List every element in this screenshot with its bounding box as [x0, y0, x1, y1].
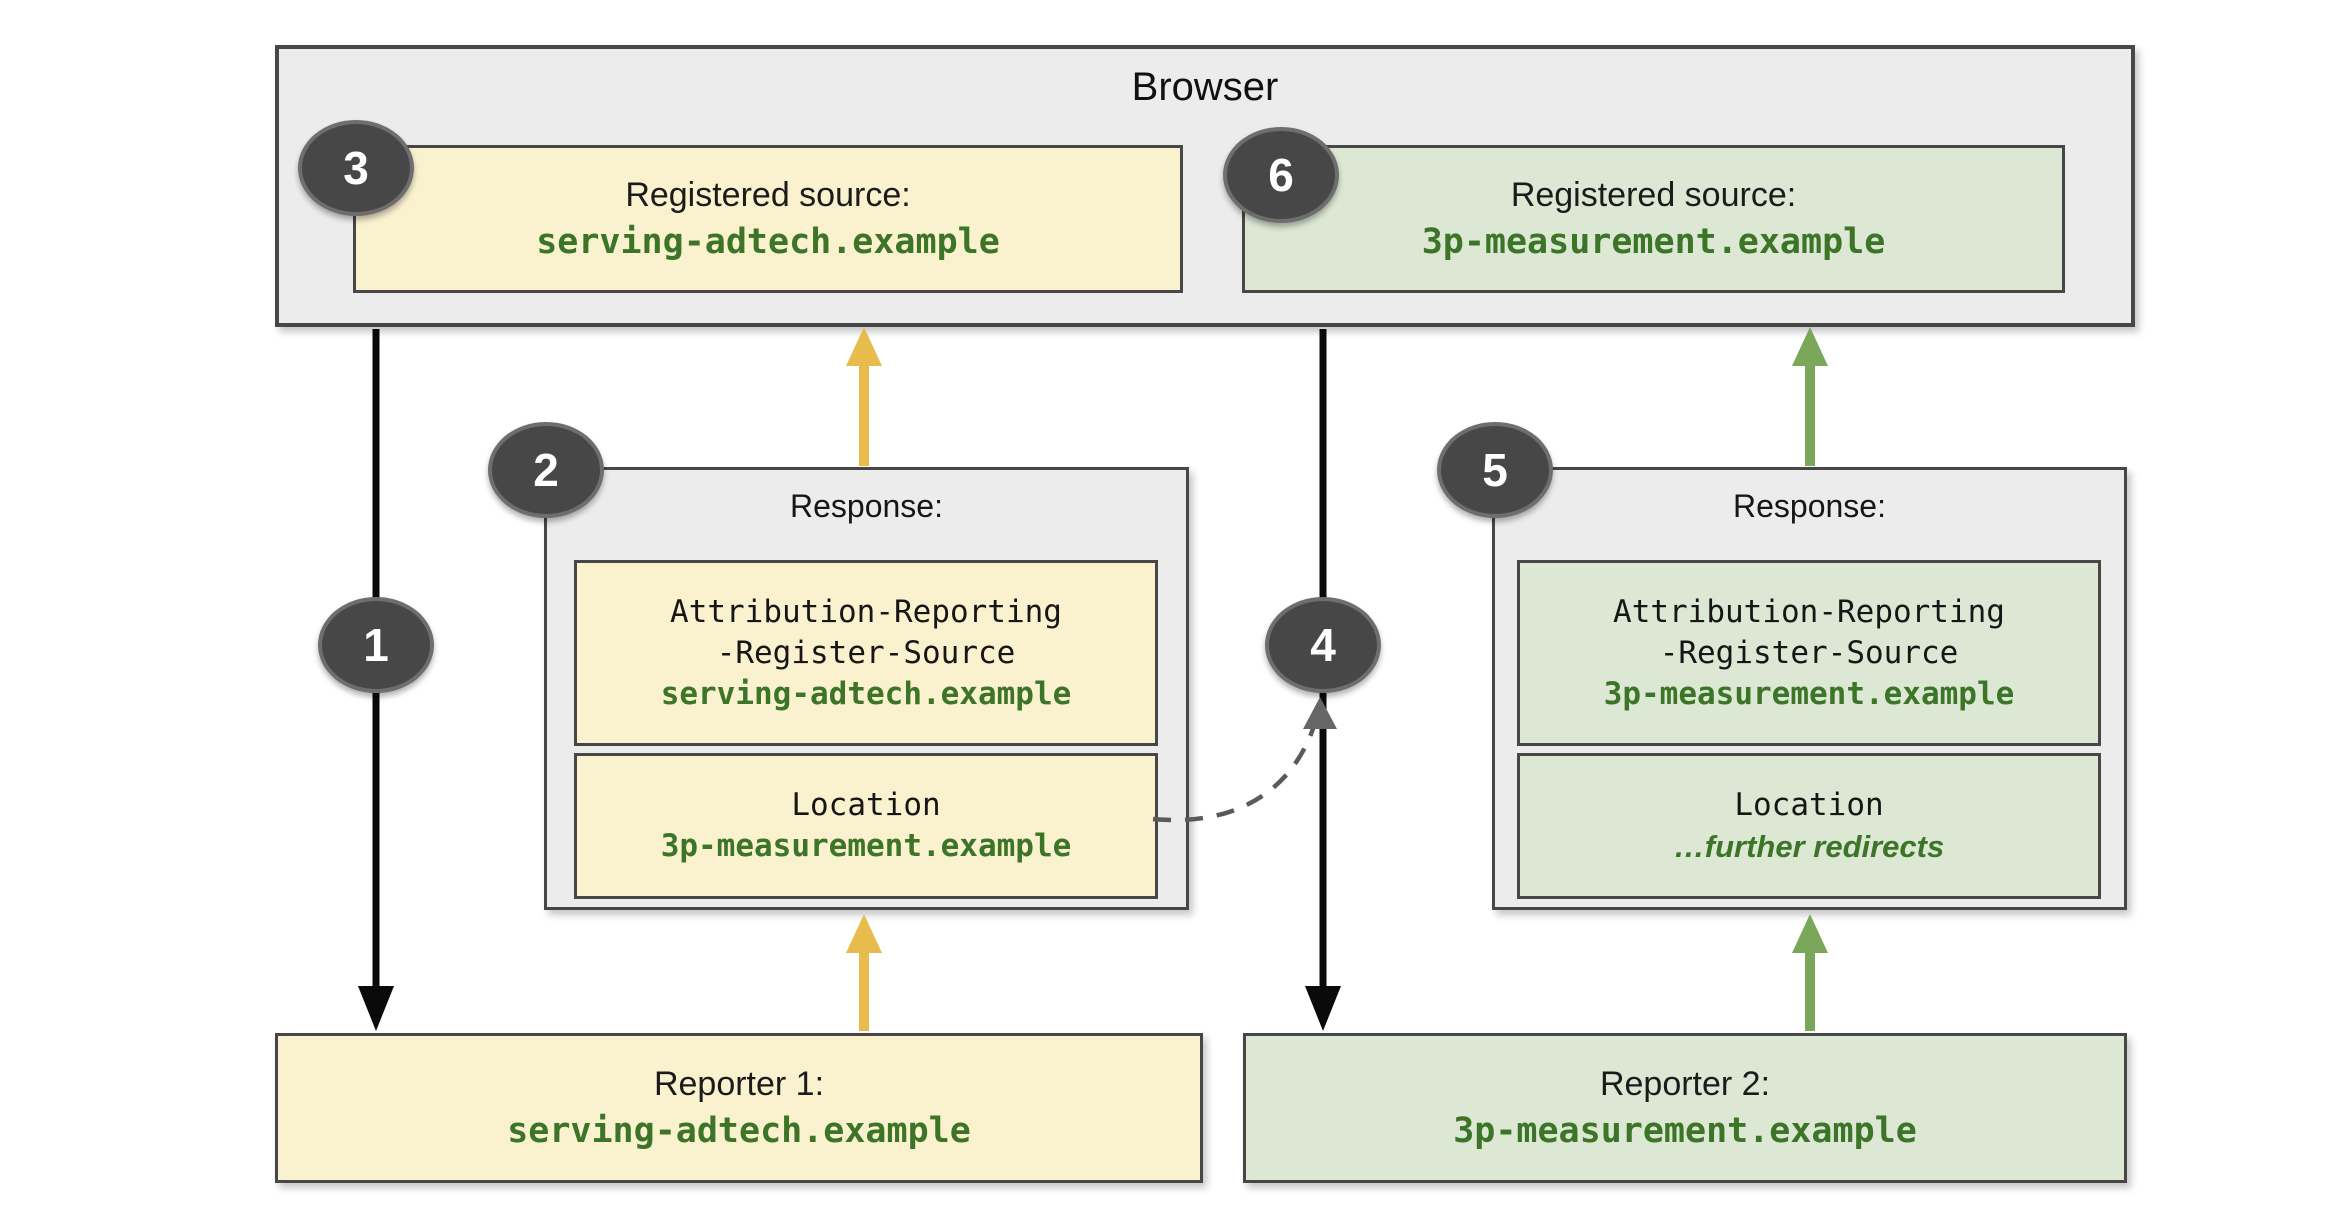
- reporter-label: Reporter 1:: [653, 1065, 825, 1103]
- arrow-response2-to-browser-green: [1792, 327, 1828, 466]
- registered-source-label: Registered source:: [1510, 176, 1797, 214]
- response-box-1: Response: Attribution-Reporting -Registe…: [544, 467, 1189, 910]
- header-name-line: -Register-Source: [1659, 634, 1959, 671]
- registered-source-domain: serving-adtech.example: [536, 222, 1000, 262]
- reporter-domain: 3p-measurement.example: [1453, 1111, 1917, 1151]
- response-title: Response:: [1733, 488, 1886, 524]
- registered-source-box-serving-adtech: Registered source: serving-adtech.exampl…: [353, 145, 1183, 293]
- response-header-register-source: Attribution-Reporting -Register-Source s…: [574, 560, 1158, 746]
- step-badge-6: 6: [1223, 127, 1339, 223]
- registered-source-label: Registered source:: [625, 176, 911, 214]
- reporter-2-box: Reporter 2: 3p-measurement.example: [1243, 1033, 2127, 1183]
- header-value: 3p-measurement.example: [660, 828, 1072, 864]
- header-name-line: Attribution-Reporting: [670, 593, 1062, 630]
- step-badge-4: 4: [1265, 597, 1381, 693]
- arrow-reporter2-to-response2-green: [1792, 914, 1828, 1031]
- response-title: Response:: [790, 488, 943, 524]
- header-name-line: -Register-Source: [716, 634, 1016, 671]
- response-box-2: Response: Attribution-Reporting -Registe…: [1492, 467, 2127, 910]
- header-value-further-redirects: …further redirects: [1673, 829, 1945, 864]
- response-header-location: Location …further redirects: [1517, 753, 2101, 899]
- header-name-line: Location: [791, 787, 941, 823]
- arrow-response1-to-browser-yellow: [846, 327, 882, 466]
- registered-source-box-3p-measurement: Registered source: 3p-measurement.exampl…: [1242, 145, 2065, 293]
- response-header-location: Location 3p-measurement.example: [574, 753, 1158, 899]
- reporter-label: Reporter 2:: [1599, 1065, 1771, 1103]
- reporter-1-box: Reporter 1: serving-adtech.example: [275, 1033, 1203, 1183]
- step-badge-5: 5: [1437, 422, 1553, 518]
- header-name-line: Location: [1734, 787, 1884, 823]
- registered-source-domain: 3p-measurement.example: [1421, 222, 1886, 262]
- reporter-domain: serving-adtech.example: [507, 1111, 971, 1151]
- header-value: serving-adtech.example: [660, 675, 1072, 712]
- step-badge-1: 1: [318, 597, 434, 693]
- header-name-line: Attribution-Reporting: [1613, 593, 2005, 630]
- response-header-register-source: Attribution-Reporting -Register-Source 3…: [1517, 560, 2101, 746]
- step-badge-3: 3: [298, 120, 414, 216]
- header-value: 3p-measurement.example: [1603, 675, 2015, 712]
- browser-title: Browser: [1131, 65, 1279, 109]
- arrow-reporter1-to-response1-yellow: [846, 914, 882, 1031]
- arrow-location-redirect-dashed: [1152, 697, 1337, 823]
- step-badge-2: 2: [488, 422, 604, 518]
- browser-box: Browser Registered source: serving-adtec…: [275, 45, 2135, 327]
